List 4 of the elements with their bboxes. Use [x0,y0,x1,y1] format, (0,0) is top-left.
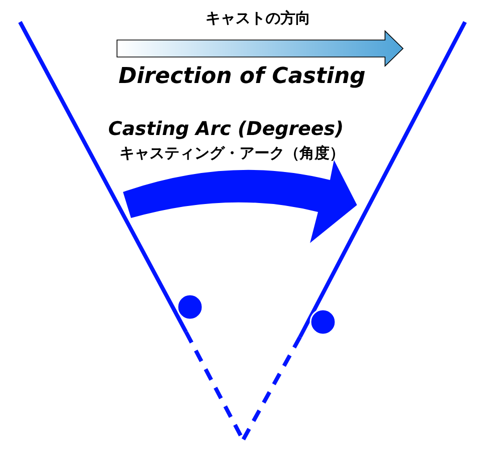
heading-label: Direction of Casting [118,65,366,90]
arc-label: Casting Arc (Degrees) [108,119,344,140]
arc-label: キャスティング・アーク（角度） [120,145,344,162]
heading-label: キャストの方向 [206,10,310,26]
